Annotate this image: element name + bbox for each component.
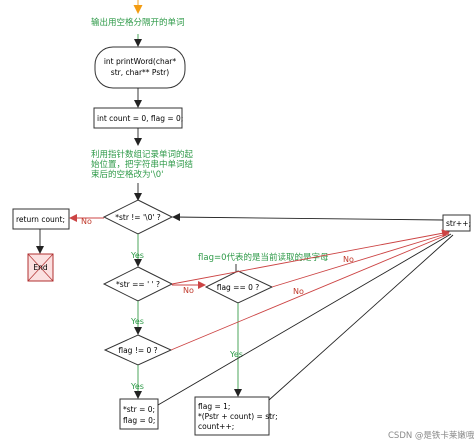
end-node-cross-b xyxy=(27,253,54,282)
label-yes-set-null: Yes xyxy=(130,382,144,391)
note-separate-words: 输出用空格分隔开的单词 xyxy=(91,17,185,28)
label-no-return: No xyxy=(81,217,92,226)
set-null-line2: flag = 0; xyxy=(123,416,155,425)
label-no-flag-zero: No xyxy=(183,286,194,295)
connector-no-flag-zero-to-increment xyxy=(271,232,450,288)
decision-flag-zero-text: flag == 0 ? xyxy=(217,283,260,292)
note-record-start-line3: 束后的空格改为'\0' xyxy=(91,169,163,180)
label-yes-space: Yes xyxy=(130,251,144,260)
note-flag-meaning: flag=0代表的是当前读取的是字母 xyxy=(198,252,329,263)
note-record-start-line1: 利用指针数组记录单词的起 xyxy=(91,149,194,160)
set-null-line1: *str = 0; xyxy=(123,405,155,414)
connector-increment-to-loop xyxy=(172,213,444,222)
label-no-space: No xyxy=(343,255,354,264)
label-yes-flag-nonzero: Yes xyxy=(130,317,144,326)
record-word-box xyxy=(194,396,270,436)
connector-no-flag-nonzero-to-increment xyxy=(170,233,450,351)
return-count-text: return count; xyxy=(16,215,65,224)
decision-flag-nonzero-text: flag != 0 ? xyxy=(118,346,157,355)
decision-str-is-space-text: *str == ' ' ? xyxy=(116,280,160,289)
label-yes-record: Yes xyxy=(229,350,243,359)
str-increment-box xyxy=(442,214,471,232)
connector-record-to-increment xyxy=(268,234,454,401)
watermark: CSDN @是铁卡莱嫩哦 xyxy=(388,430,474,441)
decision-str-not-end-text: *str != '\0' ? xyxy=(115,213,161,222)
connector-no-space-to-increment xyxy=(171,229,450,285)
function-signature-line1: int printWord(char* xyxy=(104,57,177,66)
function-start-node xyxy=(94,46,186,89)
init-statement-text: int count = 0, flag = 0; xyxy=(97,114,183,123)
connector-set-null-to-increment xyxy=(157,233,452,406)
str-increment-text: str++; xyxy=(446,219,471,228)
label-no-flag-zero-increment: No xyxy=(293,287,304,296)
note-record-start-line2: 始位置，把字符串中单词结 xyxy=(91,159,193,170)
record-line3: count++; xyxy=(198,422,234,431)
end-node-text: End xyxy=(33,263,47,272)
set-null-box xyxy=(119,398,159,430)
record-line2: *(Pstr + count) = str; xyxy=(198,412,278,421)
function-signature-line2: str, char** Pstr) xyxy=(111,68,169,77)
record-line1: flag = 1; xyxy=(198,402,230,411)
